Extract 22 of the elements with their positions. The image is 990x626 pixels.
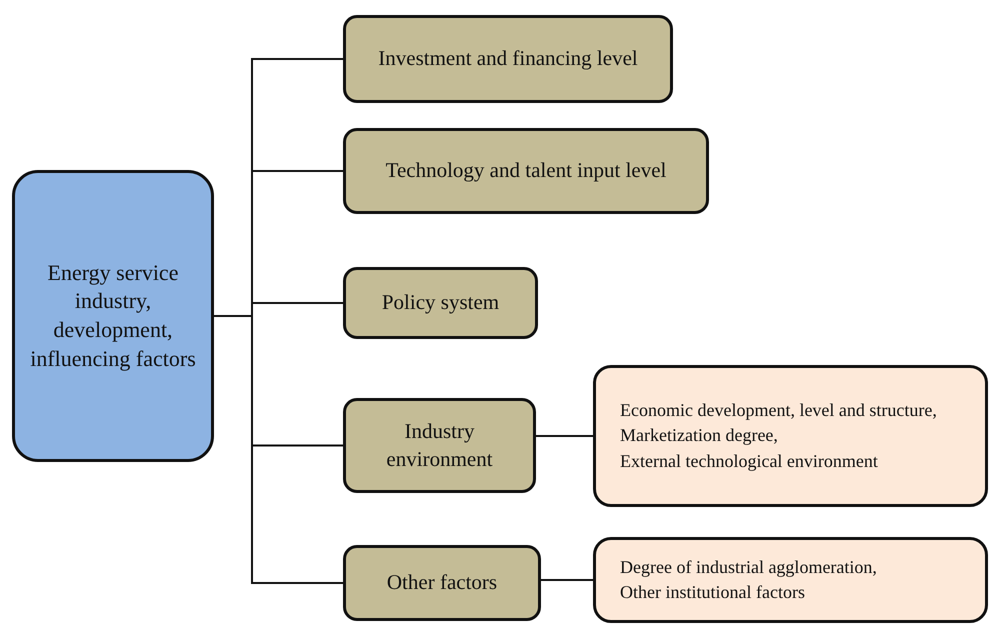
detail-box	[593, 537, 988, 623]
node-text: External technological environment	[620, 450, 879, 473]
node-text: Investment and financing level	[377, 45, 639, 72]
connector-line	[541, 579, 593, 581]
factor-box	[343, 267, 538, 339]
node-text: Marketization degree,	[620, 424, 779, 448]
factor-box	[343, 128, 709, 214]
node-text: Degree of industrial agglomeration,	[620, 556, 878, 579]
node-text: Other factors	[386, 569, 498, 596]
node-text: Technology and talent input level	[384, 157, 668, 184]
root-box	[12, 170, 214, 462]
node-text: Industry environment	[385, 418, 494, 472]
node-text: Policy system	[380, 289, 500, 316]
factor-box	[343, 398, 536, 493]
factor-box	[343, 15, 673, 103]
connector-line	[214, 315, 343, 584]
node-text: Energy service industry, development, influencing factors	[29, 258, 197, 373]
factor-box	[343, 545, 541, 621]
node-text: Other institutional factors	[620, 581, 806, 604]
node-text: Economic development, level and structure,	[620, 399, 938, 422]
connector-line	[536, 435, 593, 437]
detail-box	[593, 365, 988, 507]
